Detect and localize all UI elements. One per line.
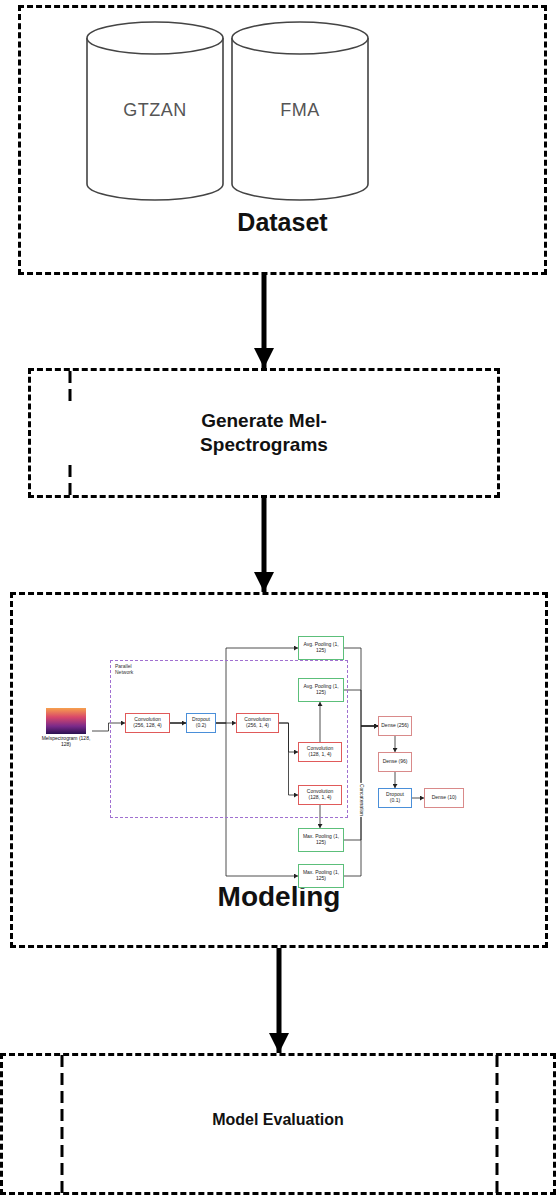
node-text: Dense (10) bbox=[427, 795, 461, 801]
node-text: Convolution (128, 1, 4) bbox=[301, 789, 339, 801]
node-text: Max. Pooling (1, 125) bbox=[301, 870, 341, 882]
layer-connector bbox=[344, 648, 378, 726]
inner-dashed-line bbox=[496, 1055, 499, 1194]
node-text: Model Evaluation bbox=[3, 1111, 553, 1129]
node-text: Max. Pooling (1, 125) bbox=[301, 834, 341, 846]
rotated-label: Concatenation bbox=[358, 783, 364, 817]
inner-dashed-line bbox=[69, 465, 72, 496]
dropout-layer: Dropout (0.1) bbox=[378, 788, 412, 808]
node-text: Dataset bbox=[21, 208, 544, 237]
spectrogram-input: Melspectrogram (128, 128) bbox=[40, 708, 92, 754]
convolution-layer: Convolution (128, 1, 4) bbox=[298, 785, 342, 805]
layer-connector bbox=[344, 690, 378, 726]
spectrogram-image bbox=[46, 708, 86, 734]
dataset-box: Dataset GTZANFMA bbox=[18, 5, 547, 275]
node-text: Convolution (128, 1, 4) bbox=[301, 746, 339, 758]
dense-layer: Dense (10) bbox=[424, 788, 464, 808]
layer-connector bbox=[320, 805, 321, 828]
node-text: Convolution (256, 128, 4) bbox=[128, 717, 167, 729]
node-text: FMA bbox=[230, 100, 370, 121]
dropout-layer: Dropout (0.2) bbox=[186, 713, 216, 733]
pooling-layer: Avg. Pooling (1, 125) bbox=[298, 636, 344, 660]
node-text: Avg. Pooling (1, 125) bbox=[301, 684, 341, 696]
layer-connector bbox=[170, 723, 298, 876]
layer-connector bbox=[92, 723, 125, 731]
node-text: Convolution (256, 1, 4) bbox=[239, 717, 276, 729]
convolution-layer: Convolution (256, 1, 4) bbox=[236, 713, 279, 733]
layer-connector bbox=[395, 736, 396, 752]
layer-connector bbox=[344, 726, 378, 876]
node-text: Modeling bbox=[13, 881, 545, 913]
pooling-layer: Max. Pooling (1, 125) bbox=[298, 864, 344, 888]
flow-arrow bbox=[262, 498, 267, 592]
node-text: Dense (96) bbox=[381, 759, 409, 765]
modeling-box: Modeling Parallel NetworkConvolution (256… bbox=[10, 592, 548, 948]
node-text: Dropout (0.2) bbox=[189, 717, 213, 729]
flow-arrow bbox=[277, 948, 282, 1053]
layer-connector bbox=[320, 702, 321, 742]
node-text: GTZAN bbox=[85, 100, 225, 121]
inner-dashed-line bbox=[69, 371, 72, 402]
flow-arrow bbox=[262, 275, 267, 368]
dense-layer: Dense (96) bbox=[378, 752, 412, 772]
inner-dashed-line bbox=[61, 1055, 64, 1194]
layer-connector bbox=[412, 798, 424, 799]
layer-connector bbox=[279, 723, 298, 795]
process-box: Generate Mel-Spectrograms bbox=[28, 368, 500, 498]
node-text: Dense (256) bbox=[381, 723, 409, 729]
dense-layer: Dense (256) bbox=[378, 716, 412, 736]
node-text: Avg. Pooling (1, 125) bbox=[301, 642, 341, 654]
node-text: Parallel Network bbox=[115, 664, 145, 675]
node-text: Generate Mel-Spectrograms bbox=[149, 409, 379, 457]
pooling-layer: Max. Pooling (1, 125) bbox=[298, 828, 344, 852]
convolution-layer: Convolution (256, 128, 4) bbox=[125, 713, 170, 733]
pooling-layer: Avg. Pooling (1, 125) bbox=[298, 678, 344, 702]
convolution-layer: Convolution (128, 1, 4) bbox=[298, 742, 342, 762]
database-cylinder: GTZAN bbox=[85, 20, 225, 202]
database-cylinder: FMA bbox=[230, 20, 370, 202]
evaluation-box: Model Evaluation bbox=[0, 1053, 556, 1195]
node-text: Melspectrogram (128, 128) bbox=[40, 736, 92, 748]
layer-connector bbox=[395, 772, 396, 788]
node-text: Dropout (0.1) bbox=[381, 792, 409, 804]
